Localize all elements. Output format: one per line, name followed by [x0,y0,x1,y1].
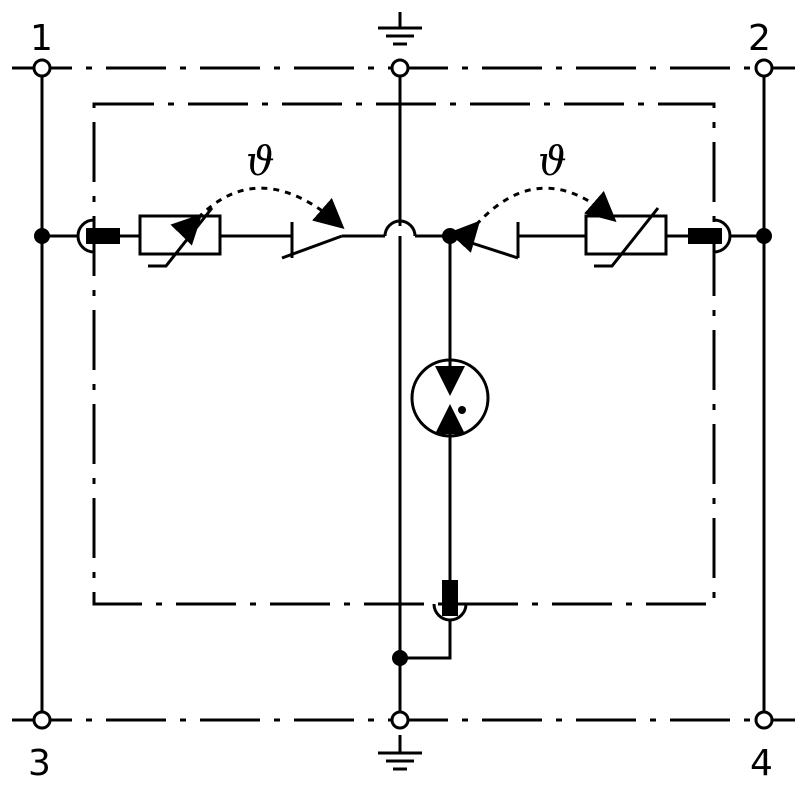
terminal-4[interactable] [754,710,774,730]
thermal-disconnect-switch-icon [449,222,520,260]
thermal-coupling-left [170,186,345,246]
terminal-ground-top[interactable] [390,58,410,78]
thermal-coupling-right [448,186,617,253]
left-enclosure-crossover [76,218,95,254]
spark-gap-dot [458,406,466,414]
terminal-1[interactable] [32,58,52,78]
terminal-label-3: 3 [28,743,51,784]
junction-dot [392,650,408,666]
junction-dot [442,228,458,244]
varistor-icon [584,207,668,268]
spark-gap-to-ground-wire [400,620,452,660]
ground-icon [378,12,422,46]
junction-dot [756,228,772,244]
terminal-ground-bottom[interactable] [390,710,410,730]
terminal-label-1: 1 [30,18,53,59]
ground-icon [378,735,422,771]
lower-fuse-block [442,580,458,616]
terminal-3[interactable] [32,710,52,730]
terminal-2[interactable] [754,58,774,78]
enclosure-boundary [92,102,716,606]
thermal-symbol-left: ϑ [246,139,275,185]
terminal-label-2: 2 [748,18,771,59]
ground-bus-crossover [383,219,417,237]
junction-dot [34,228,50,244]
thermal-disconnect-switch-icon [281,222,343,260]
right-fuse-block [688,228,722,244]
thermal-symbol-right: ϑ [538,139,567,185]
varistor-icon [138,207,222,268]
terminal-label-4: 4 [750,743,773,784]
left-fuse-block [86,228,120,244]
